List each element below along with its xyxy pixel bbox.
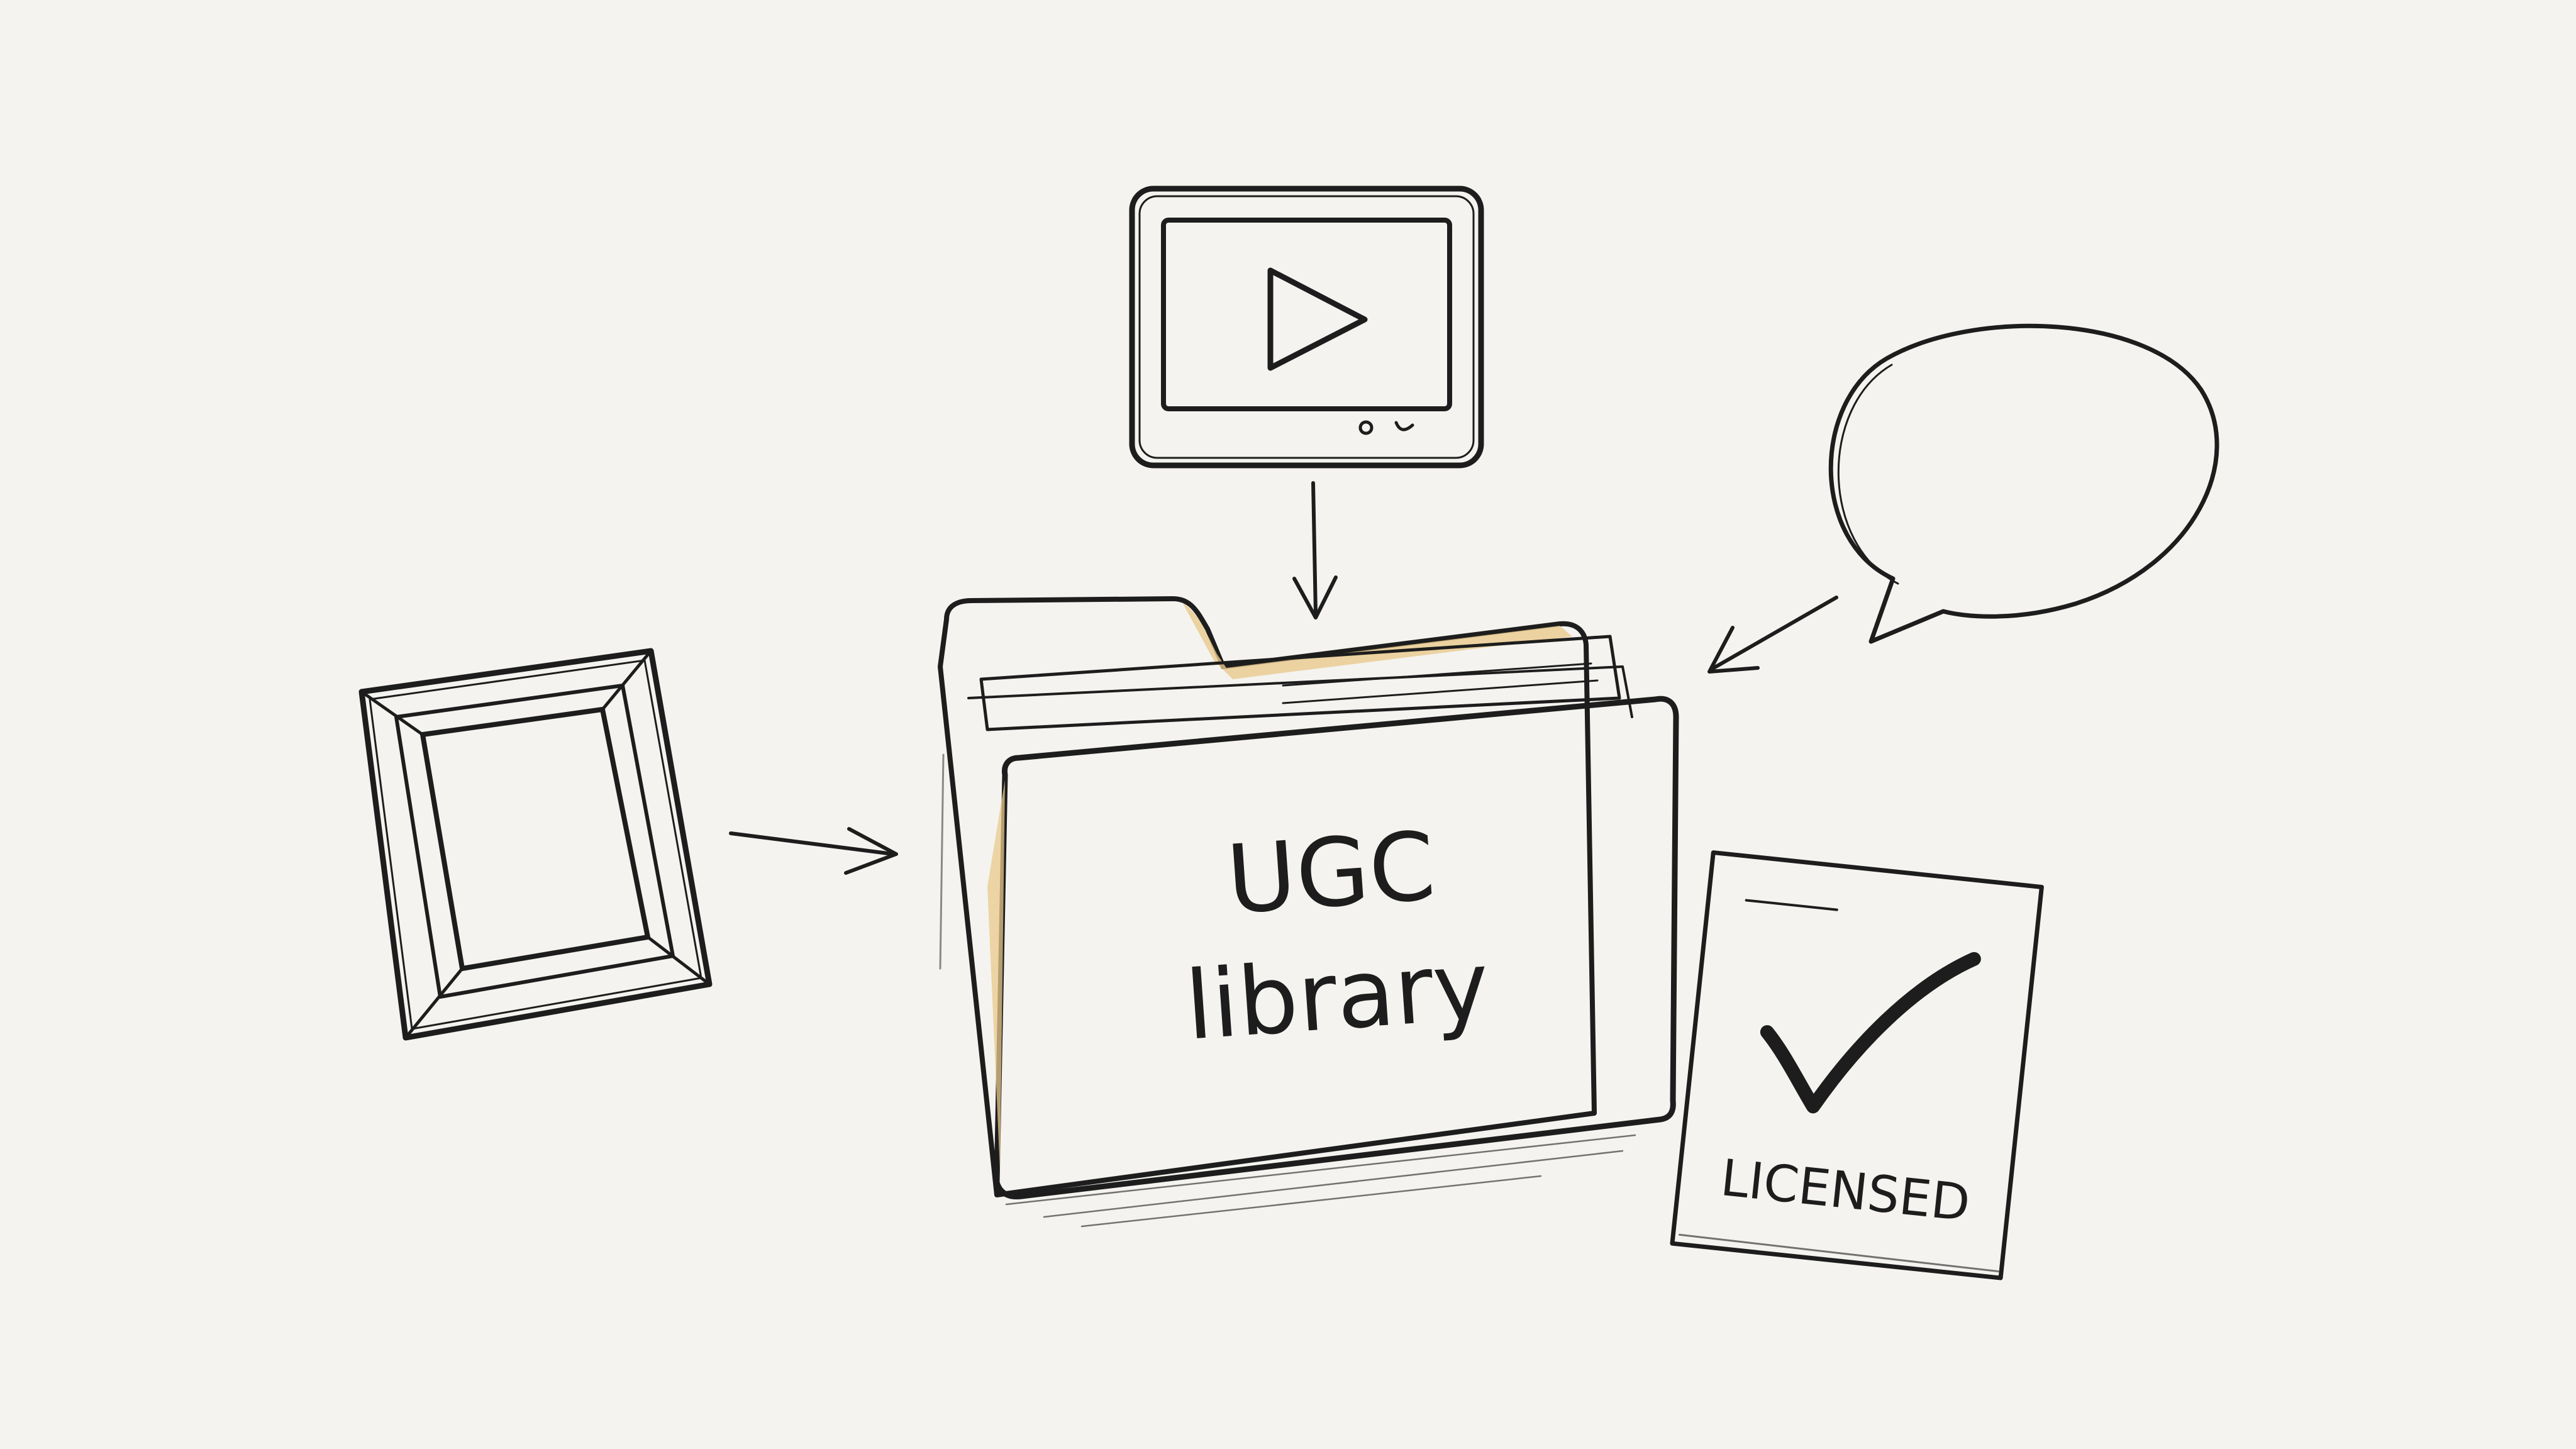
picture-frame-icon bbox=[358, 648, 713, 1041]
folder-title-line1: UGC bbox=[1223, 812, 1438, 936]
licensed-stamp: LICENSED bbox=[1718, 1148, 1973, 1233]
license-card: LICENSED bbox=[1670, 850, 2044, 1280]
arrow-comment-to-folder bbox=[1707, 596, 1838, 674]
play-video-icon bbox=[1129, 186, 1484, 469]
arrow-image-to-folder bbox=[729, 827, 898, 875]
ugc-library-folder: UGC library bbox=[938, 596, 1679, 1228]
arrow-video-to-folder bbox=[1292, 481, 1338, 619]
speech-bubble-icon bbox=[1828, 323, 2219, 644]
checkmark-icon bbox=[1760, 952, 1981, 1114]
folder-title-line2: library bbox=[1182, 931, 1493, 1062]
